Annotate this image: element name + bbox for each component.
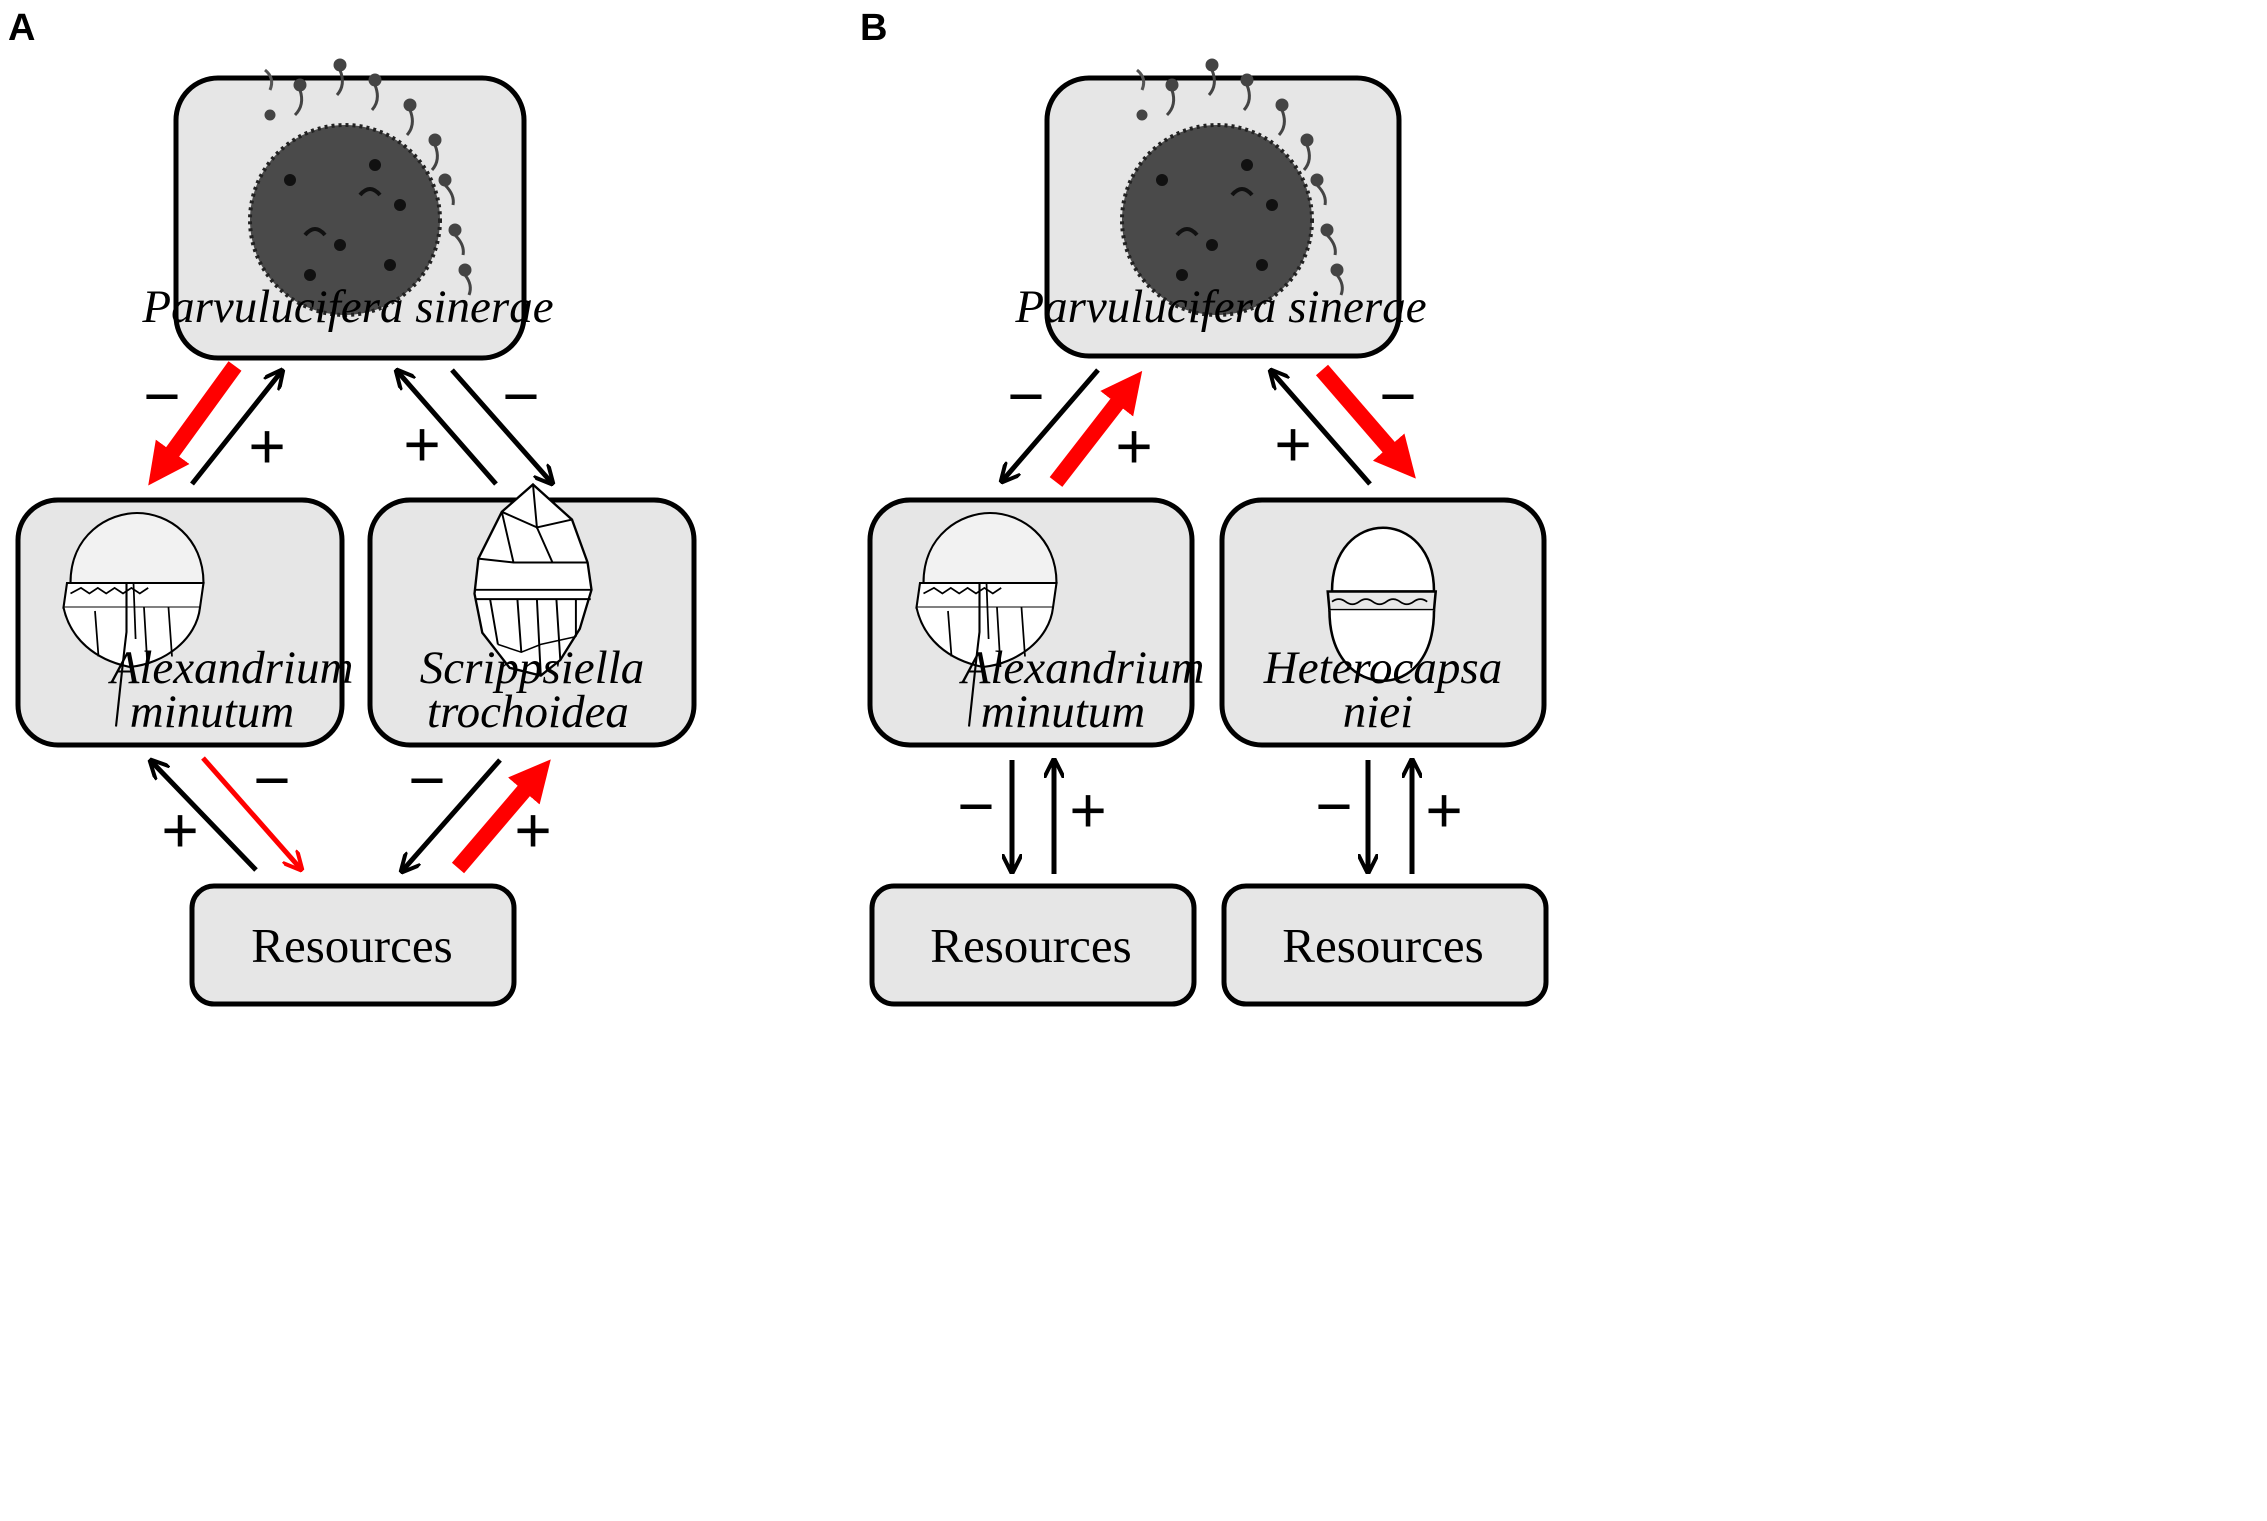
arrow-a-host2-to-parasite <box>398 372 498 486</box>
sign-a-minus-1: − <box>143 360 180 432</box>
arrow-b-parasite-to-host2 <box>1315 364 1416 479</box>
arrow-b-host2-to-parasite <box>1272 372 1372 486</box>
panel-a-letter: A <box>8 7 35 49</box>
panel-a-host2-label-line2: trochoidea <box>427 686 629 738</box>
panel-a-parasite-box: Parvulucifera sinerae <box>141 58 554 361</box>
panel-a: A Parvulucifera sinerae Alexandrium minu… <box>8 7 697 1007</box>
sign-b-plus-1: + <box>1115 410 1152 482</box>
arrow-a-host1-to-resources <box>201 756 300 868</box>
sign-a-plus-1: + <box>248 410 285 482</box>
panel-a-host2-box: Scrippsiella trochoidea <box>367 483 697 748</box>
panel-a-resources-box: Resources <box>189 883 517 1007</box>
panel-a-host1-box: Alexandrium minutum <box>15 497 354 748</box>
sign-a-plus-2: + <box>403 408 440 480</box>
panel-b-host1-label-line2: minutum <box>981 686 1146 738</box>
arrow-a-resources-to-host1 <box>152 762 258 872</box>
panel-b-host1-label-line1: Alexandrium <box>959 642 1205 694</box>
sign-a-plus-4: + <box>514 794 551 866</box>
panel-b-host2-box: Heterocapsa niei <box>1219 497 1547 748</box>
sign-b-plus-2: + <box>1274 408 1311 480</box>
sign-a-plus-3: + <box>161 794 198 866</box>
sign-b-minus-3: − <box>957 770 994 842</box>
sign-b-minus-1: − <box>1007 360 1044 432</box>
panel-b: B Parvulucifera sinerae Alexandrium minu… <box>860 7 1549 1007</box>
panel-b-parasite-box: Parvulucifera sinerae <box>1014 58 1427 359</box>
sign-a-minus-3: − <box>253 744 290 816</box>
sign-b-minus-4: − <box>1315 770 1352 842</box>
panel-b-resources-left-box: Resources <box>869 883 1197 1007</box>
sign-b-plus-3: + <box>1069 774 1106 846</box>
panel-b-host2-label-line2: niei <box>1343 686 1413 738</box>
panel-b-resources-left-label: Resources <box>930 918 1131 973</box>
panel-b-parasite-label: Parvulucifera sinerae <box>1014 281 1426 333</box>
sign-a-minus-2: − <box>502 360 539 432</box>
arrow-b-parasite-to-host1 <box>1003 368 1100 480</box>
arrow-a-parasite-to-host1 <box>148 361 242 486</box>
panel-a-host1-label-line1: Alexandrium <box>108 642 354 694</box>
arrow-b-host1-to-parasite <box>1049 370 1143 487</box>
panel-a-host1-label-line2: minutum <box>130 686 295 738</box>
arrow-a-parasite-to-host2 <box>450 368 551 482</box>
panel-b-resources-right-box: Resources <box>1221 883 1549 1007</box>
sign-b-plus-4: + <box>1425 774 1462 846</box>
panel-b-letter: B <box>860 7 887 49</box>
panel-a-parasite-label: Parvulucifera sinerae <box>141 281 553 333</box>
panel-b-host2-label-line1: Heterocapsa <box>1263 642 1502 694</box>
panel-b-host1-box: Alexandrium minutum <box>867 497 1205 748</box>
sign-a-minus-4: − <box>408 744 445 816</box>
sign-b-minus-2: − <box>1379 360 1416 432</box>
panel-a-resources-label: Resources <box>251 918 452 973</box>
arrow-a-host1-to-parasite <box>190 372 281 486</box>
arrow-a-resources-to-host2 <box>451 759 551 874</box>
panel-a-host2-label-line1: Scrippsiella <box>420 642 645 694</box>
panel-b-resources-right-label: Resources <box>1282 918 1483 973</box>
arrow-a-host2-to-resources <box>403 758 502 870</box>
